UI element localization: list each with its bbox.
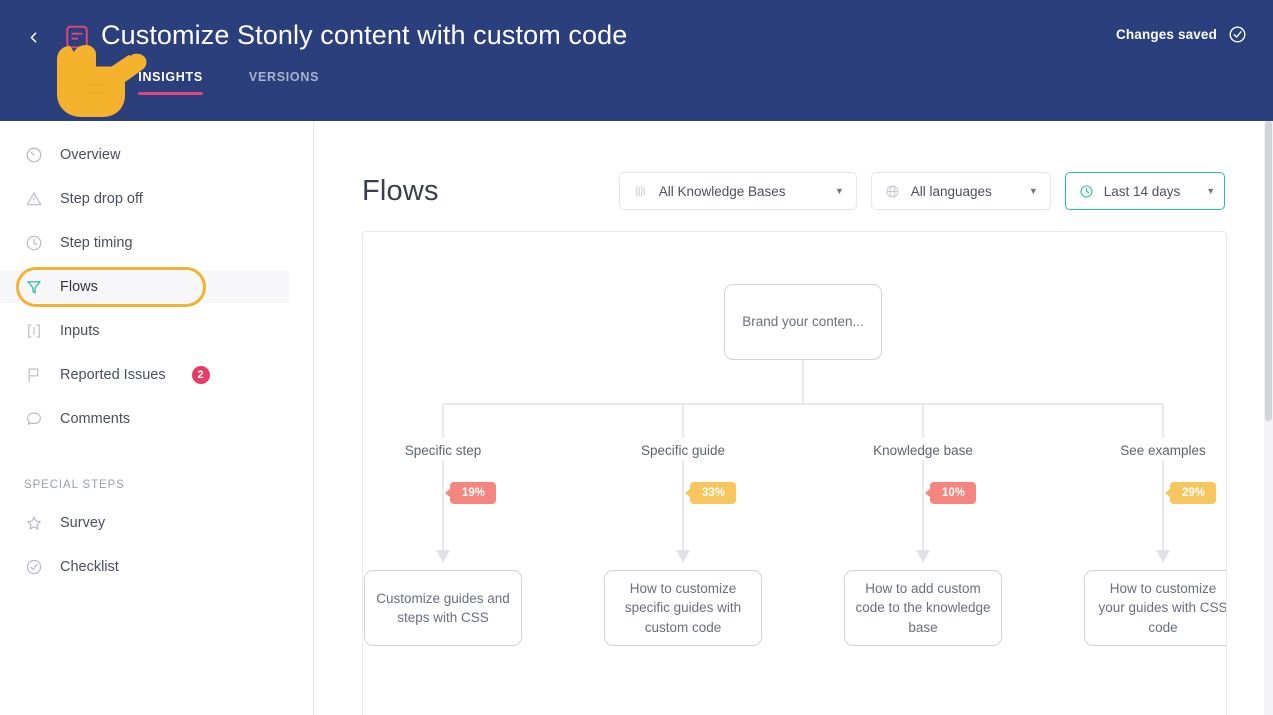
flow-percent-value: 33% [702, 487, 726, 499]
tab-versions[interactable]: VERSIONS [248, 70, 320, 84]
sidebar-item-step-drop-off[interactable]: Step drop off [0, 183, 289, 215]
filter-date-range[interactable]: Last 14 days ▼ [1064, 172, 1225, 210]
filter-label: All Knowledge Bases [658, 183, 786, 199]
filter-label: Last 14 days [1103, 183, 1181, 199]
sidebar-item-survey[interactable]: Survey [0, 507, 289, 539]
flow-percent-value: 19% [462, 487, 486, 499]
filter-funnel-icon [24, 278, 43, 297]
chevron-down-icon: ▼ [1028, 186, 1038, 196]
save-status: Changes saved [1116, 25, 1247, 44]
sidebar-item-reported-issues[interactable]: Reported Issues 2 [0, 359, 289, 391]
vertical-scrollbar[interactable] [1264, 121, 1273, 715]
comment-icon [24, 410, 43, 429]
filter-language[interactable]: All languages ▼ [870, 172, 1051, 210]
sidebar-item-label: Step drop off [60, 191, 143, 207]
sidebar-item-label: Survey [60, 515, 106, 531]
warning-triangle-icon [24, 190, 43, 209]
tab-editor[interactable]: TOR [64, 70, 93, 84]
scrollbar-thumb[interactable] [1265, 121, 1272, 421]
back-button[interactable] [18, 22, 48, 52]
selection-highlight-ring [16, 267, 206, 307]
sidebar-item-label: Flows [60, 279, 98, 295]
flow-percent-badge: 33% [690, 482, 737, 504]
flow-canvas: Brand your conten... Specific step Speci… [363, 232, 1226, 715]
tab-insights[interactable]: INSIGHTS [138, 70, 203, 95]
sidebar-item-label: Checklist [60, 559, 119, 575]
sidebar-item-label: Comments [60, 411, 131, 427]
branch-label: Specific guide [640, 443, 726, 458]
flow-leaf-node[interactable]: How to add custom code to the knowledge … [844, 570, 1002, 646]
status-badge: 2 [191, 366, 210, 384]
flow-leaf-node[interactable]: How to customize specific guides with cu… [604, 570, 762, 646]
star-icon [24, 514, 43, 533]
save-status-label: Changes saved [1116, 27, 1217, 42]
app-header: Customize Stonly content with custom cod… [0, 0, 1273, 121]
flows-toolbar: Flows All Knowledge Bases ▼ [362, 167, 1242, 215]
chevron-left-icon [30, 31, 36, 43]
analytics-sidebar: Overview Step drop off Step timing [0, 121, 314, 715]
sidebar-item-label: Reported Issues [60, 367, 166, 383]
check-circle-icon [1229, 26, 1246, 43]
flow-leaf-node[interactable]: Customize guides and steps with CSS [364, 570, 522, 646]
flow-leaf-node[interactable]: How to customize your guides with CSS co… [1084, 570, 1226, 646]
branch-label: Specific step [404, 443, 482, 458]
flow-percent-badge: 10% [930, 482, 977, 504]
branch-label: See examples [1120, 443, 1206, 458]
check-circle-icon [24, 558, 43, 577]
filter-group: All Knowledge Bases ▼ All languages ▼ [618, 172, 1225, 210]
flow-connectors [436, 360, 1170, 563]
sidebar-item-overview[interactable]: Overview [0, 139, 289, 171]
flow-percent-badge: 19% [450, 482, 497, 504]
clock-icon [1079, 183, 1094, 199]
brackets-icon [24, 322, 43, 341]
knowledge-base-icon [633, 183, 649, 199]
sidebar-item-comments[interactable]: Comments [0, 403, 289, 435]
sidebar-item-label: Step timing [60, 235, 133, 251]
filter-label: All languages [910, 183, 992, 199]
chevron-down-icon: ▼ [1206, 186, 1216, 196]
sidebar-item-step-timing[interactable]: Step timing [0, 227, 289, 259]
flows-diagram-panel: Brand your conten... Specific step Speci… [362, 231, 1227, 715]
flow-percent-value: 29% [1182, 487, 1206, 499]
stonly-guide-icon [64, 24, 90, 50]
sidebar-item-flows[interactable]: Flows [0, 267, 289, 307]
clock-icon [24, 234, 43, 253]
sidebar-item-label: Overview [60, 147, 121, 163]
chevron-down-icon: ▼ [834, 186, 844, 196]
sidebar-section-title: SPECIAL STEPS [24, 479, 125, 491]
gauge-icon [24, 146, 43, 165]
flow-root-node[interactable]: Brand your conten... [724, 284, 882, 360]
globe-icon [885, 183, 901, 199]
sidebar-item-label: Inputs [60, 323, 100, 339]
main-content: Flows All Knowledge Bases ▼ [314, 121, 1273, 715]
flag-icon [24, 366, 43, 385]
sidebar-item-inputs[interactable]: Inputs [0, 315, 289, 347]
page-title: Flows [362, 174, 439, 207]
sidebar-item-checklist[interactable]: Checklist [0, 551, 289, 583]
filter-knowledge-base[interactable]: All Knowledge Bases ▼ [618, 172, 857, 210]
header-tabs: TOR INSIGHTS VERSIONS [64, 70, 319, 95]
flow-percent-badge: 29% [1170, 482, 1217, 504]
flow-percent-value: 10% [942, 487, 966, 499]
branch-label: Knowledge base [873, 443, 973, 458]
page-title-header: Customize Stonly content with custom cod… [101, 20, 628, 50]
